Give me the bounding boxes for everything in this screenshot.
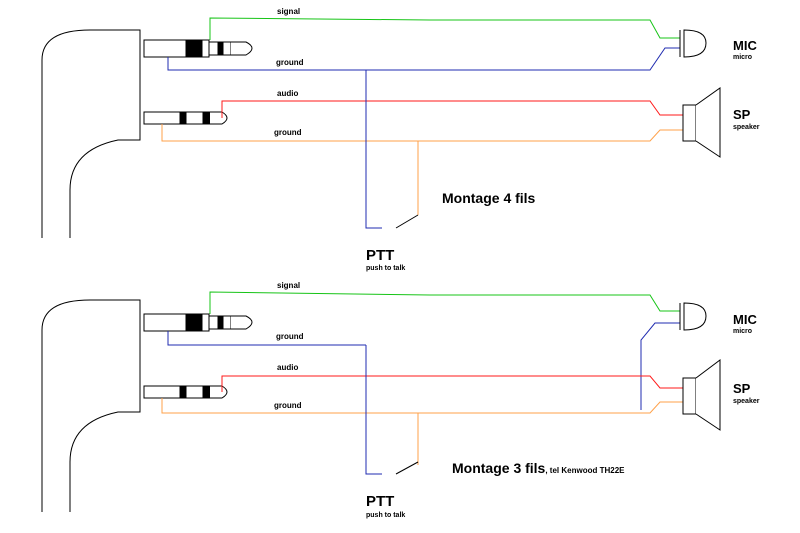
audio-wire	[221, 100, 683, 118]
audio-label: audio	[277, 89, 298, 98]
signal-label: signal	[277, 281, 300, 290]
speaker-ground-label: ground	[274, 401, 302, 410]
mic-jack-plug	[143, 313, 253, 332]
radio-body-outline	[41, 299, 141, 512]
diagram-title-suffix: , tel Kenwood TH22E	[545, 466, 625, 475]
diagram-title: Montage 4 fils	[442, 190, 536, 206]
signal-wire	[209, 17, 680, 40]
ptt-switch-contact	[395, 461, 419, 475]
speaker-label: SP	[733, 381, 751, 396]
speaker-jack-plug	[143, 385, 228, 399]
speaker-symbol	[682, 87, 721, 158]
mic-ground-label: ground	[276, 58, 304, 67]
diagram-title-main: Montage 4 fils	[442, 190, 536, 206]
speaker-symbol	[682, 359, 721, 431]
speaker-sublabel: speaker	[733, 124, 760, 131]
speaker-sublabel: speaker	[733, 398, 760, 405]
mic-ground-bridge	[640, 322, 680, 410]
ptt-blue-lead	[365, 70, 382, 229]
mic-ground-wire	[167, 47, 680, 71]
mic-sublabel: micro	[733, 54, 752, 61]
audio-wire	[221, 375, 683, 392]
speaker-jack-plug	[143, 111, 228, 125]
speaker-label: SP	[733, 107, 751, 122]
diagram-4-wires	[41, 17, 721, 238]
diagram-title-main: Montage 3 fils	[452, 460, 546, 476]
mic-label: MIC	[733, 38, 757, 53]
speaker-ground-label: ground	[274, 128, 302, 137]
ptt-label: PTT	[366, 493, 394, 510]
mic-ground-label: ground	[276, 332, 304, 341]
ptt-switch-contact	[395, 214, 419, 229]
diagram-title: Montage 3 fils, tel Kenwood TH22E	[452, 460, 625, 476]
mic-jack-plug	[143, 39, 253, 58]
mic-label: MIC	[733, 312, 757, 327]
ptt-sublabel: push to talk	[366, 512, 405, 519]
ptt-sublabel: push to talk	[366, 265, 405, 272]
mic-ground-wire	[167, 331, 366, 346]
diagram-3-wires	[41, 291, 721, 512]
signal-label: signal	[277, 7, 300, 16]
microphone-symbol	[679, 29, 707, 58]
radio-body-outline	[41, 29, 141, 238]
microphone-symbol	[679, 302, 707, 331]
speaker-ground-wire	[161, 398, 683, 414]
audio-label: audio	[277, 363, 298, 372]
mic-sublabel: micro	[733, 328, 752, 335]
speaker-ground-wire	[161, 124, 683, 142]
ptt-label: PTT	[366, 247, 394, 264]
ptt-blue-lead	[365, 345, 382, 475]
signal-wire	[209, 291, 680, 314]
